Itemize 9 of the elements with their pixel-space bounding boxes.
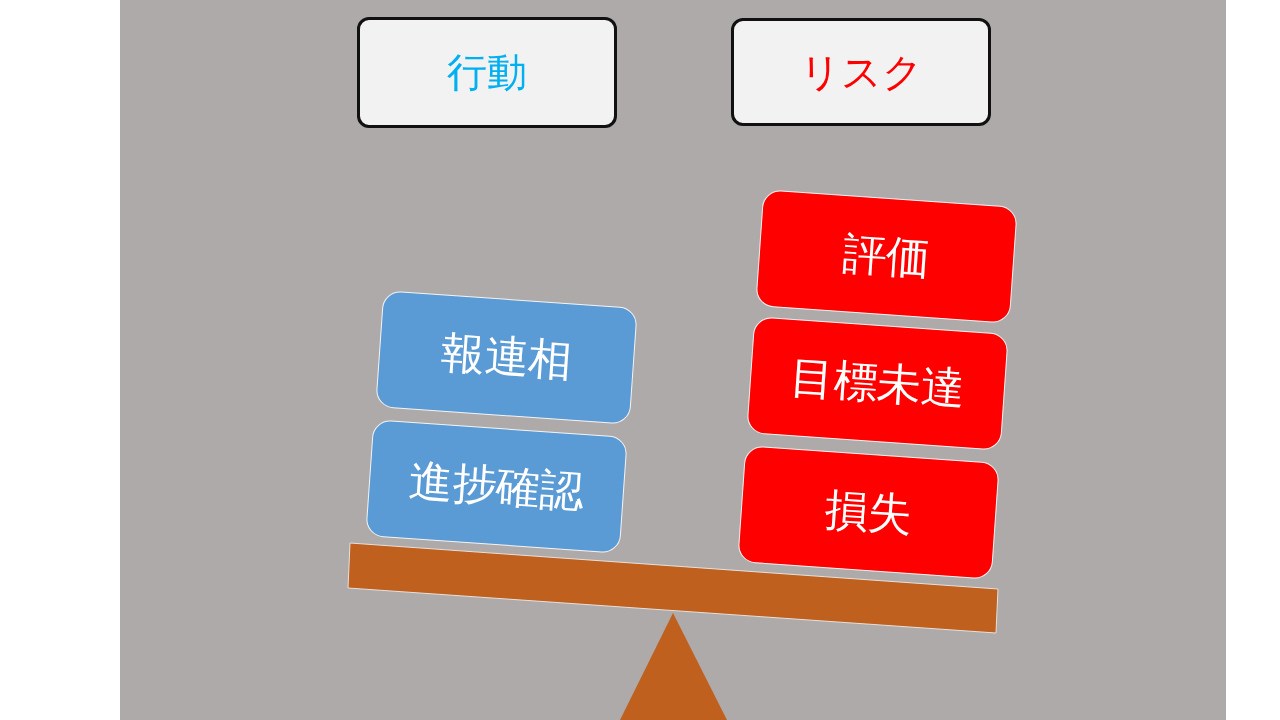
block-label: 損失 [822,484,914,540]
block-label: 目標未達 [787,352,967,414]
heading-label: リスク [799,50,923,94]
heading-label: 行動 [447,50,527,94]
heading-box [731,18,991,126]
block-label: 進捗確認 [406,455,586,517]
heading-box [357,16,617,128]
block-label: 評価 [840,228,932,284]
block-label: 報連相 [438,328,574,386]
